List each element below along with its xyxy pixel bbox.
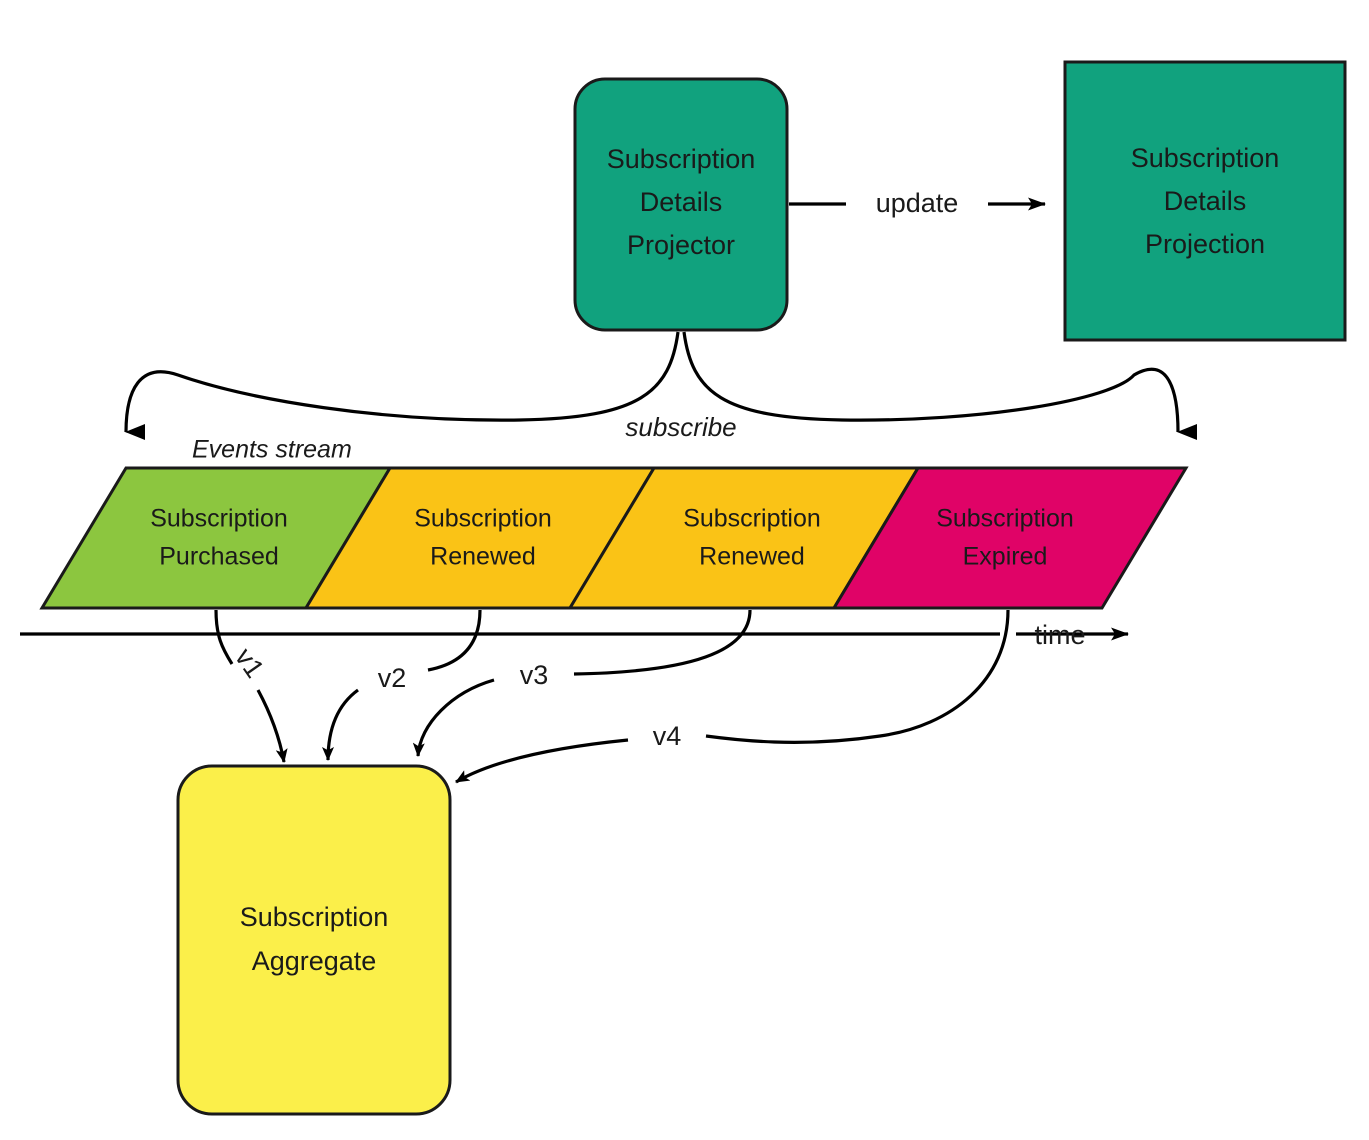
events-stream-caption: Events stream (192, 436, 352, 464)
update-edge-label: update (876, 188, 959, 218)
v3-edge-upper (573, 609, 752, 676)
edge-subscribe: subscribe (124, 331, 1198, 442)
event-item-subscription-purchased[interactable]: Subscription Purchased (39, 466, 393, 610)
v4-edge-lower (455, 738, 629, 784)
edge-update: update (789, 188, 1046, 218)
projection-label-line2: Details (1164, 186, 1247, 216)
event-3-label-line2: Renewed (699, 543, 805, 571)
event-shape-4[interactable] (831, 466, 1189, 610)
event-2-label-line2: Renewed (430, 543, 536, 571)
projection-label-line3: Projection (1145, 229, 1265, 259)
time-axis-label: time (1034, 620, 1085, 650)
v3-edge-lower (412, 678, 495, 757)
events-stream: Subscription Purchased Subscription Rene… (39, 466, 1189, 610)
event-item-subscription-expired[interactable]: Subscription Expired (831, 466, 1189, 610)
projection-box[interactable] (1063, 60, 1347, 342)
projector-label-line1: Subscription (607, 144, 756, 174)
projection-label-line1: Subscription (1131, 143, 1280, 173)
projector-label-line2: Details (640, 187, 723, 217)
v1-edge-upper (214, 609, 234, 665)
subscribe-edge-label: subscribe (625, 412, 736, 442)
event-item-subscription-renewed-1[interactable]: Subscription Renewed (303, 466, 657, 610)
v1-edge-lower (256, 689, 288, 763)
node-subscription-details-projector[interactable]: Subscription Details Projector (573, 77, 789, 332)
time-axis: time (20, 620, 1129, 650)
v2-edge-lower (322, 688, 359, 761)
projector-label-line3: Projector (627, 230, 735, 260)
edge-v4: v4 (455, 609, 1010, 784)
aggregate-label-line1: Subscription (240, 902, 389, 932)
event-3-label-line1: Subscription (683, 505, 821, 533)
edge-v3: v3 (412, 609, 752, 757)
v4-edge-label: v4 (653, 721, 682, 751)
v1-edge-label: v1 (229, 643, 270, 684)
v2-edge-upper (427, 609, 482, 672)
edge-v2: v2 (322, 609, 482, 761)
event-1-label-line1: Subscription (150, 505, 288, 533)
event-4-label-line1: Subscription (936, 505, 1074, 533)
v4-edge-upper (705, 609, 1010, 744)
subscribe-edge-right (682, 331, 1198, 440)
event-2-label-line1: Subscription (414, 505, 552, 533)
v2-edge-label: v2 (378, 663, 407, 693)
node-subscription-details-projection[interactable]: Subscription Details Projection (1063, 60, 1347, 342)
aggregate-label-line2: Aggregate (252, 946, 377, 976)
projector-box[interactable] (573, 77, 789, 332)
subscribe-edge-left (124, 331, 680, 441)
event-1-label-line2: Purchased (159, 543, 279, 571)
aggregate-box[interactable] (176, 764, 452, 1116)
node-subscription-aggregate[interactable]: Subscription Aggregate (176, 764, 452, 1116)
event-4-label-line2: Expired (963, 543, 1048, 571)
v3-edge-label: v3 (520, 660, 549, 690)
